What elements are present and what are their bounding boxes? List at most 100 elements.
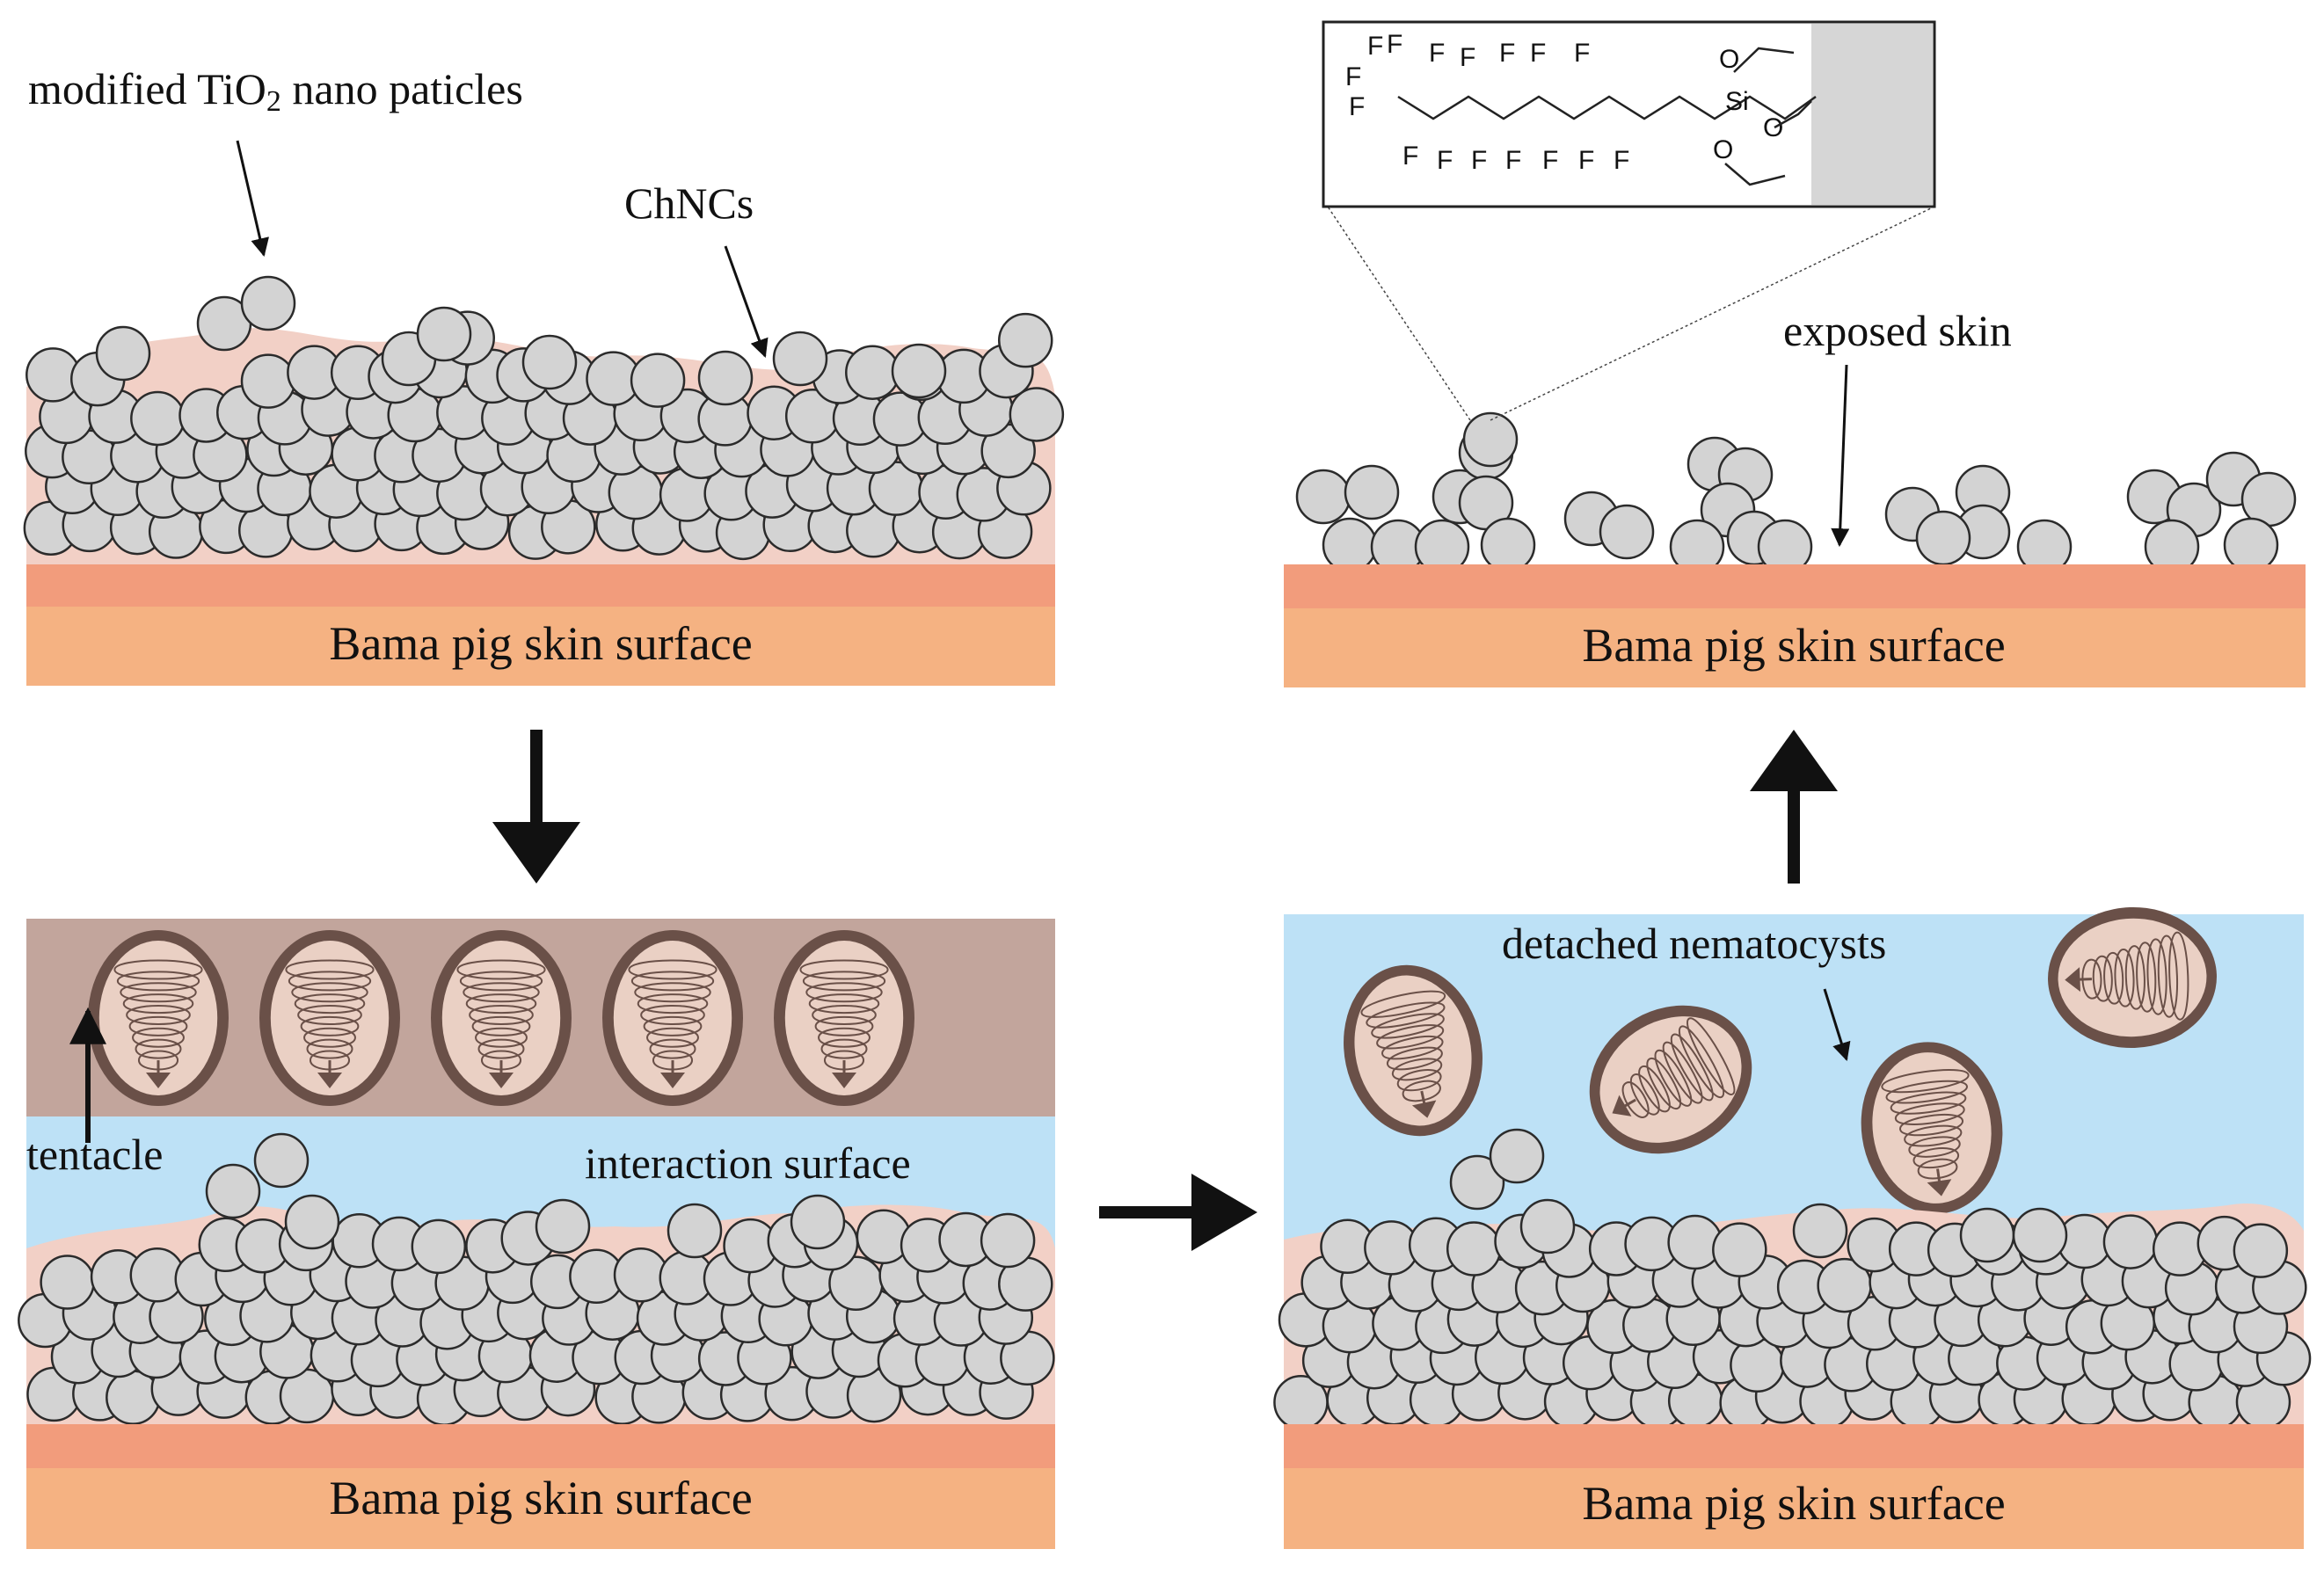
chncs-label: ChNCs: [624, 178, 754, 228]
nanoparticle: [1322, 517, 1378, 573]
nanoparticle: [284, 1194, 340, 1250]
fluorine-atom: F: [1367, 32, 1383, 61]
tio2-pointer-arrow: [236, 140, 269, 258]
nematocyst-icon: [1861, 1042, 2003, 1214]
nanoparticle: [411, 1218, 467, 1275]
oxygen-atom: O: [1763, 113, 1783, 142]
nanoparticle: [1446, 1221, 1502, 1276]
nematocyst-icon: [88, 930, 229, 1106]
nanoparticle: [130, 390, 186, 447]
nanoparticle: [1519, 1198, 1576, 1255]
nanoparticle: [697, 350, 754, 406]
skin-surface-label: Bama pig skin surface: [329, 617, 752, 670]
skin-surface-label: Bama pig skin surface: [329, 1472, 752, 1524]
fluorine-atom: F: [1471, 146, 1487, 175]
nanoparticle: [535, 1198, 591, 1255]
fluorine-atom: F: [1578, 146, 1594, 175]
nanoparticle: [2102, 1214, 2159, 1269]
substrate-block: [1811, 24, 1933, 205]
nematocyst-icon: [602, 930, 743, 1106]
nanoparticle: [40, 1255, 95, 1310]
skin-surface-label: Bama pig skin surface: [1582, 619, 2005, 672]
fluorine-atom: F: [1345, 62, 1361, 91]
nanoparticle: [2012, 1207, 2068, 1263]
interaction-surface-label: interaction surface: [585, 1138, 911, 1188]
nematocyst-icon: [1589, 1005, 1752, 1154]
fluorine-atom: F: [1542, 146, 1558, 175]
nanoparticle: [2233, 1223, 2289, 1278]
nematocyst-icon: [431, 930, 572, 1106]
zoom-line: [1327, 206, 1471, 421]
nematocyst-icon: [774, 930, 914, 1106]
skin-base: [26, 607, 1055, 686]
nematocyst-icon: [2048, 906, 2217, 1049]
nanoparticle: [1449, 1154, 1505, 1211]
nanoparticle: [205, 1163, 261, 1219]
nanoparticle: [1480, 517, 1536, 573]
carbon-chain: [1397, 95, 1817, 120]
tentacle-nematocysts: [88, 930, 914, 1106]
nanoparticle: [630, 353, 686, 408]
chncs-pointer-arrow: [724, 245, 769, 358]
particle-cluster-panel-1: [23, 275, 1065, 561]
nanoparticle: [416, 306, 472, 362]
tio2-label: modified TiO2 nano paticles: [28, 64, 523, 118]
nanoparticle: [790, 1194, 846, 1250]
nanoparticle: [1712, 1222, 1767, 1277]
nanoparticle: [1959, 1207, 2015, 1263]
nanoparticle: [891, 343, 947, 399]
nanoparticle: [1599, 504, 1655, 560]
nanoparticle: [1915, 510, 1971, 566]
skin-base: [1284, 608, 2306, 687]
nanoparticle: [240, 275, 296, 331]
flow-arrow-right: [1099, 1174, 1257, 1251]
nanoparticle: [980, 1212, 1036, 1269]
ethoxy-group: [1733, 47, 1795, 73]
panel-interaction: Bama pig skin surface tentacle interacti…: [18, 919, 1055, 1549]
flow-arrow-up: [1750, 730, 1838, 884]
silicon-atom: Si: [1725, 87, 1749, 116]
panel-detachment: Bama pig skin surface detached nematocys…: [1273, 906, 2312, 1549]
nanoparticle: [1344, 464, 1400, 520]
exposed-pointer-arrow: [1831, 364, 1850, 548]
detached-pointer-arrow: [1823, 988, 1851, 1062]
nanoparticle: [1009, 387, 1065, 442]
nanoparticle: [2223, 517, 2279, 573]
detached-nematocysts-label: detached nematocysts: [1502, 919, 1886, 968]
skin-top-band: [26, 564, 1055, 607]
oxygen-atom: O: [1719, 45, 1739, 74]
nanoparticle: [106, 1370, 161, 1425]
nanoparticle: [667, 1203, 723, 1259]
skin-top-band: [1284, 1424, 2304, 1468]
fluorine-atom: F: [1614, 146, 1629, 175]
fluorine-atom: F: [1387, 30, 1402, 59]
particle-cluster-panel-4: [1295, 411, 2297, 575]
nanoparticle: [1792, 1203, 1848, 1259]
fluorine-atom: F: [1574, 39, 1590, 68]
nanoparticle: [521, 334, 578, 390]
fluorine-atom: F: [1402, 142, 1418, 171]
exposed-skin-label: exposed skin: [1783, 306, 2012, 355]
particle-cluster-panel-2: [18, 1132, 1055, 1426]
fluorine-atom: F: [1349, 92, 1365, 121]
nanoparticle: [1295, 469, 1351, 525]
flow-arrow-down: [492, 730, 580, 884]
nanoparticle: [772, 331, 828, 387]
ethoxy-group: [1774, 100, 1812, 129]
skin-base: [1284, 1468, 2304, 1549]
oxygen-atom: O: [1713, 135, 1733, 164]
skin-base: [26, 1468, 1055, 1549]
fluorine-atom: F: [1530, 39, 1546, 68]
detached-nematocysts: [1344, 906, 2217, 1214]
particle-cluster-panel-3: [1273, 1128, 2312, 1430]
panel-coated-skin: Bama pig skin surface modified TiO2 nano…: [23, 64, 1065, 686]
flow-arrows: [492, 730, 1838, 1251]
tentacle-label: tentacle: [26, 1130, 163, 1179]
nanoparticle: [845, 345, 900, 400]
ethoxy-group: [1724, 163, 1786, 186]
fluorine-atom: F: [1499, 39, 1515, 68]
nanoparticle: [95, 325, 151, 382]
fluorine-atom: F: [1505, 146, 1521, 175]
